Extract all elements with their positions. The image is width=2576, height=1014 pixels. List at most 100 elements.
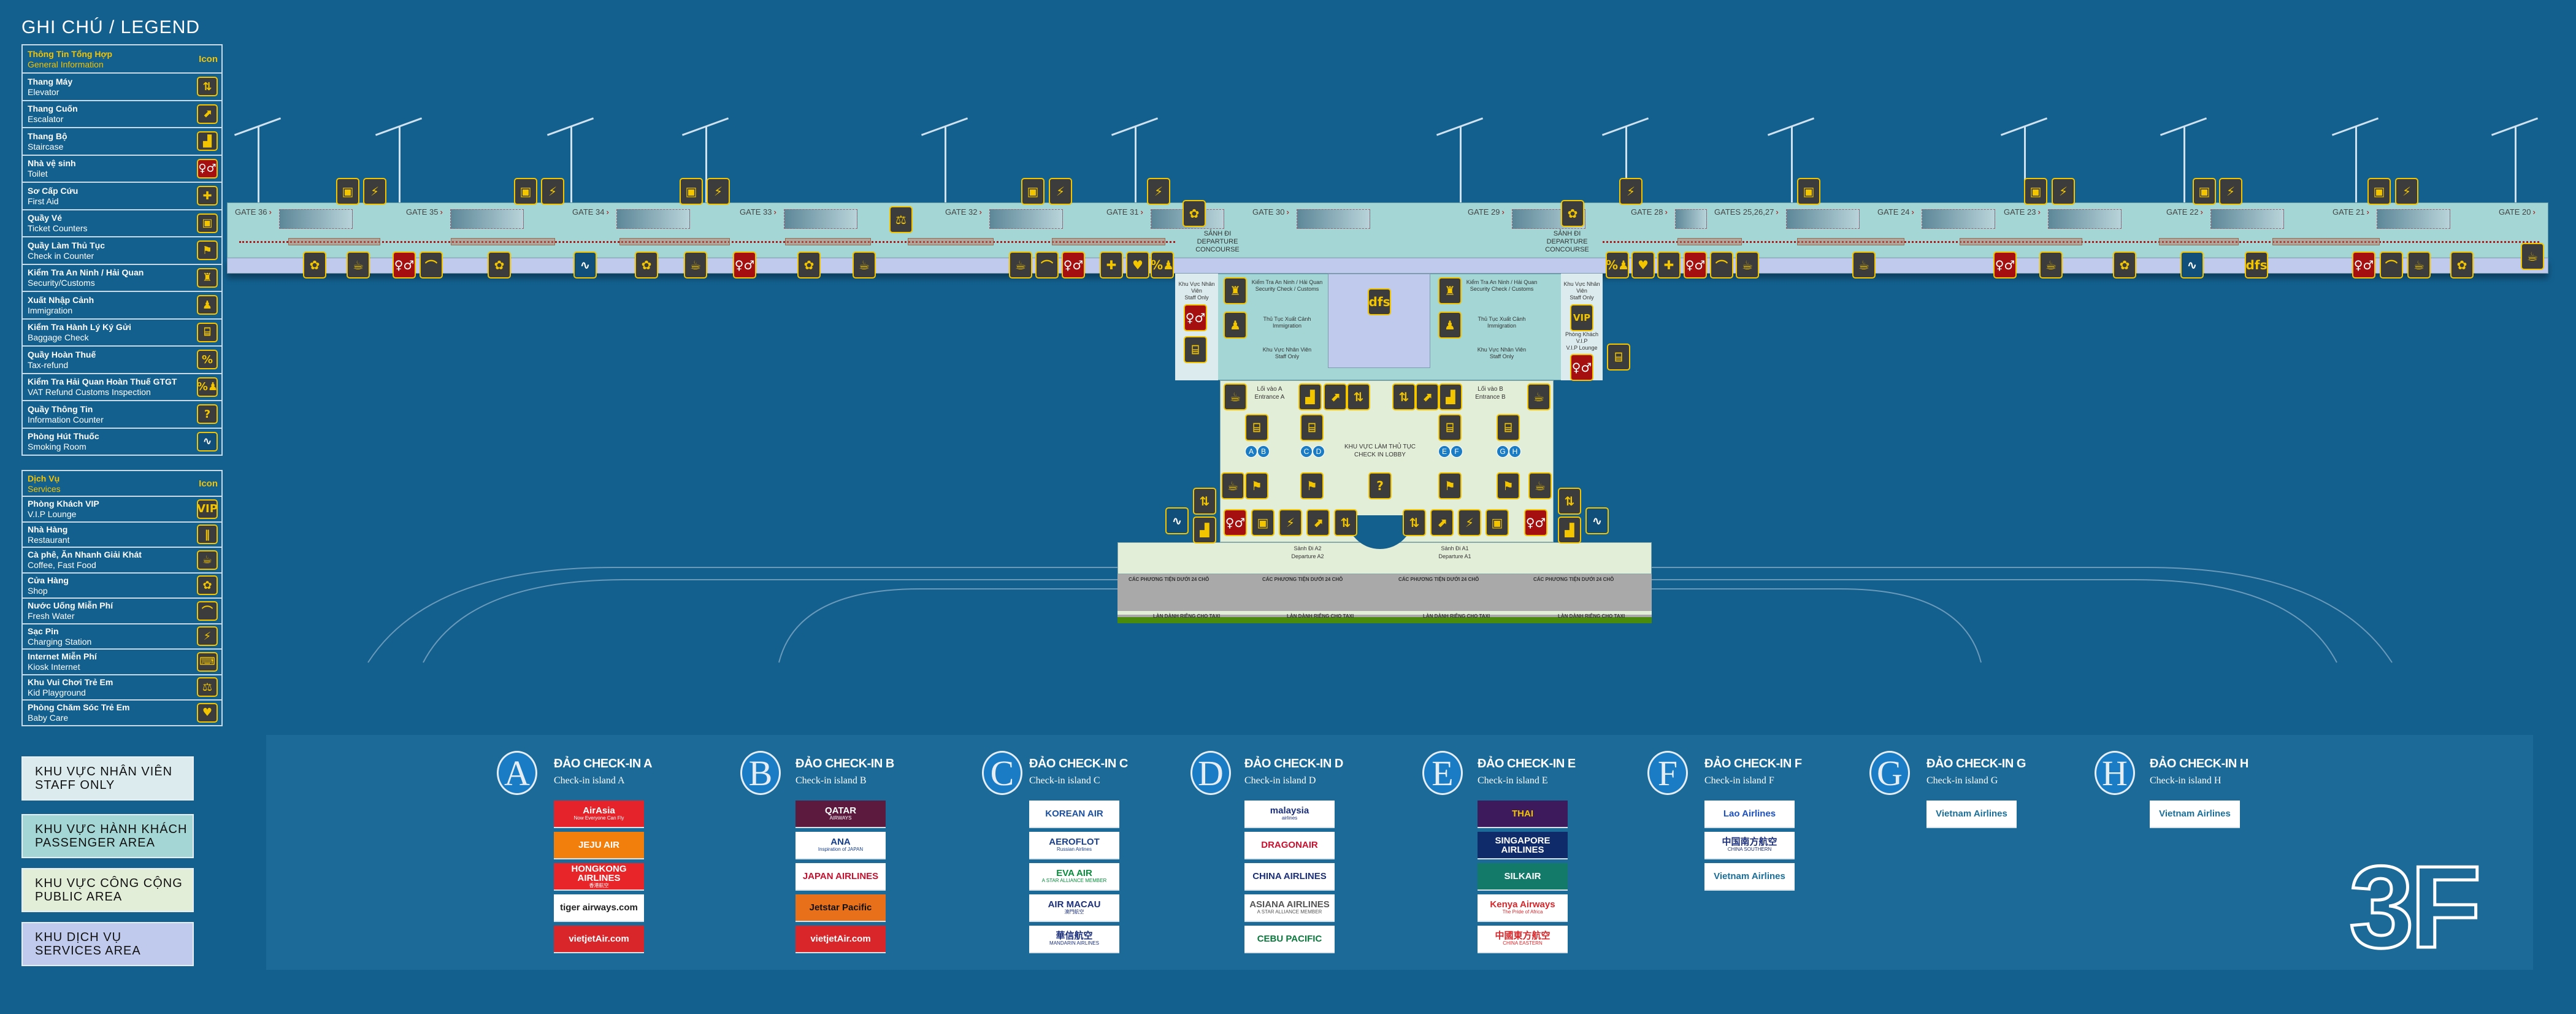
baby-care-icon[interactable]: ♥ (1126, 252, 1149, 278)
shop-icon[interactable]: ✿ (797, 252, 821, 278)
dfs-icon[interactable]: dfs (2245, 252, 2268, 278)
coffee-icon[interactable]: ☕ (347, 252, 370, 278)
charging-icon[interactable]: ⚡ (1049, 178, 1072, 205)
check-in-icon[interactable]: ⚑ (1300, 472, 1324, 499)
staircase-icon[interactable]: ▟ (1193, 517, 1216, 543)
baggage-check-icon[interactable]: ⌸ (1497, 414, 1520, 441)
fresh-water-icon[interactable]: ⌒ (1035, 252, 1059, 278)
first-aid-icon[interactable]: ✚ (1100, 252, 1123, 278)
toilet-icon[interactable]: ♀♂ (733, 252, 756, 278)
baby-care-icon[interactable]: ♥ (1631, 252, 1655, 278)
charging-icon[interactable]: ⚡ (1279, 509, 1302, 536)
charging-icon[interactable]: ⚡ (2395, 178, 2418, 205)
immigration-icon[interactable]: ♟ (1224, 312, 1247, 339)
toilet-icon[interactable]: ♀♂ (1570, 354, 1593, 381)
staircase-icon[interactable]: ▟ (1439, 383, 1462, 410)
smoking-icon[interactable]: ∿ (1585, 507, 1609, 534)
vat-refund-icon[interactable]: %♟ (1151, 252, 1174, 278)
ticket-counter-icon[interactable]: ▣ (336, 178, 359, 205)
check-in-icon[interactable]: ⚑ (1438, 472, 1462, 499)
charging-icon[interactable]: ⚡ (363, 178, 386, 205)
baggage-check-icon[interactable]: ⌸ (1438, 414, 1462, 441)
ticket-counter-icon[interactable]: ▣ (2024, 178, 2047, 205)
ticket-counter-icon[interactable]: ▣ (1797, 178, 1820, 205)
toilet-icon[interactable]: ♀♂ (1684, 252, 1707, 278)
island-marker-b[interactable]: B (1257, 445, 1270, 458)
island-marker-h[interactable]: H (1509, 445, 1521, 458)
coffee-icon[interactable]: ☕ (1221, 472, 1244, 499)
escalator-icon[interactable]: ⬈ (1430, 509, 1454, 536)
elevator-icon[interactable]: ⇅ (1334, 509, 1357, 536)
charging-icon[interactable]: ⚡ (1147, 178, 1170, 205)
staircase-icon[interactable]: ▟ (1558, 517, 1581, 543)
toilet-icon[interactable]: ♀♂ (1184, 304, 1207, 331)
toilet-icon[interactable]: ♀♂ (393, 252, 416, 278)
shop-icon[interactable]: ✿ (1183, 200, 1206, 227)
island-marker-e[interactable]: E (1438, 445, 1451, 458)
dfs-icon[interactable]: dfs (1368, 288, 1391, 315)
charging-icon[interactable]: ⚡ (2219, 178, 2242, 205)
charging-icon[interactable]: ⚡ (707, 178, 730, 205)
check-in-icon[interactable]: ⚑ (1245, 472, 1268, 499)
security-icon[interactable]: ♜ (1438, 277, 1462, 304)
island-marker-f[interactable]: F (1451, 445, 1463, 458)
ticket-counter-icon[interactable]: ▣ (1485, 509, 1509, 536)
smoking-icon[interactable]: ∿ (573, 252, 597, 278)
charging-icon[interactable]: ⚡ (2052, 178, 2075, 205)
coffee-icon[interactable]: ☕ (1527, 383, 1551, 410)
smoking-icon[interactable]: ∿ (1165, 507, 1189, 534)
charging-icon[interactable]: ⚡ (1458, 509, 1481, 536)
ticket-counter-icon[interactable]: ▣ (1021, 178, 1045, 205)
staircase-icon[interactable]: ▟ (1298, 383, 1322, 410)
baggage-check-icon[interactable]: ⌸ (1245, 414, 1268, 441)
fresh-water-icon[interactable]: ⌒ (420, 252, 443, 278)
elevator-icon[interactable]: ⇅ (1347, 383, 1370, 410)
escalator-icon[interactable]: ⬈ (1324, 383, 1347, 410)
escalator-icon[interactable]: ⬈ (1416, 383, 1439, 410)
toilet-icon[interactable]: ♀♂ (1993, 252, 2017, 278)
toilet-icon[interactable]: ♀♂ (1224, 509, 1247, 536)
island-marker-a[interactable]: A (1245, 445, 1257, 458)
escalator-icon[interactable]: ⬈ (1306, 509, 1330, 536)
baggage-check-icon[interactable]: ⌸ (1607, 344, 1630, 371)
shop-icon[interactable]: ✿ (2113, 252, 2136, 278)
fresh-water-icon[interactable]: ⌒ (2380, 252, 2403, 278)
baggage-check-icon[interactable]: ⌸ (1300, 414, 1324, 441)
shop-icon[interactable]: ✿ (488, 252, 511, 278)
information-icon[interactable]: ? (1368, 472, 1392, 499)
shop-icon[interactable]: ✿ (1561, 200, 1584, 227)
toilet-icon[interactable]: ♀♂ (1524, 509, 1547, 536)
elevator-icon[interactable]: ⇅ (1403, 509, 1426, 536)
smoking-icon[interactable]: ∿ (2180, 252, 2204, 278)
security-icon[interactable]: ♜ (1224, 277, 1247, 304)
coffee-icon[interactable]: ☕ (684, 252, 707, 278)
shop-icon[interactable]: ✿ (303, 252, 326, 278)
coffee-icon[interactable]: ☕ (1852, 252, 1876, 278)
coffee-icon[interactable]: ☕ (2521, 243, 2544, 270)
ticket-counter-icon[interactable]: ▣ (514, 178, 537, 205)
island-marker-c[interactable]: C (1300, 445, 1313, 458)
ticket-counter-icon[interactable]: ▣ (2367, 178, 2391, 205)
ticket-counter-icon[interactable]: ▣ (680, 178, 703, 205)
toilet-icon[interactable]: ♀♂ (2352, 252, 2375, 278)
island-marker-g[interactable]: G (1497, 445, 1509, 458)
charging-icon[interactable]: ⚡ (1619, 178, 1643, 205)
coffee-icon[interactable]: ☕ (1736, 252, 1759, 278)
coffee-icon[interactable]: ☕ (2407, 252, 2431, 278)
elevator-icon[interactable]: ⇅ (1558, 488, 1581, 515)
shop-icon[interactable]: ✿ (2450, 252, 2474, 278)
shop-icon[interactable]: ✿ (635, 252, 658, 278)
ticket-counter-icon[interactable]: ▣ (2193, 178, 2216, 205)
charging-icon[interactable]: ⚡ (541, 178, 564, 205)
island-marker-d[interactable]: D (1313, 445, 1325, 458)
vat-refund-icon[interactable]: %♟ (1606, 252, 1629, 278)
ticket-counter-icon[interactable]: ▣ (1251, 509, 1275, 536)
coffee-icon[interactable]: ☕ (2039, 252, 2063, 278)
coffee-icon[interactable]: ☕ (853, 252, 876, 278)
toilet-icon[interactable]: ♀♂ (1062, 252, 1085, 278)
playground-icon[interactable]: ⚖ (889, 206, 913, 233)
fresh-water-icon[interactable]: ⌒ (1710, 252, 1733, 278)
first-aid-icon[interactable]: ✚ (1657, 252, 1681, 278)
coffee-icon[interactable]: ☕ (1224, 383, 1247, 410)
check-in-icon[interactable]: ⚑ (1497, 472, 1520, 499)
